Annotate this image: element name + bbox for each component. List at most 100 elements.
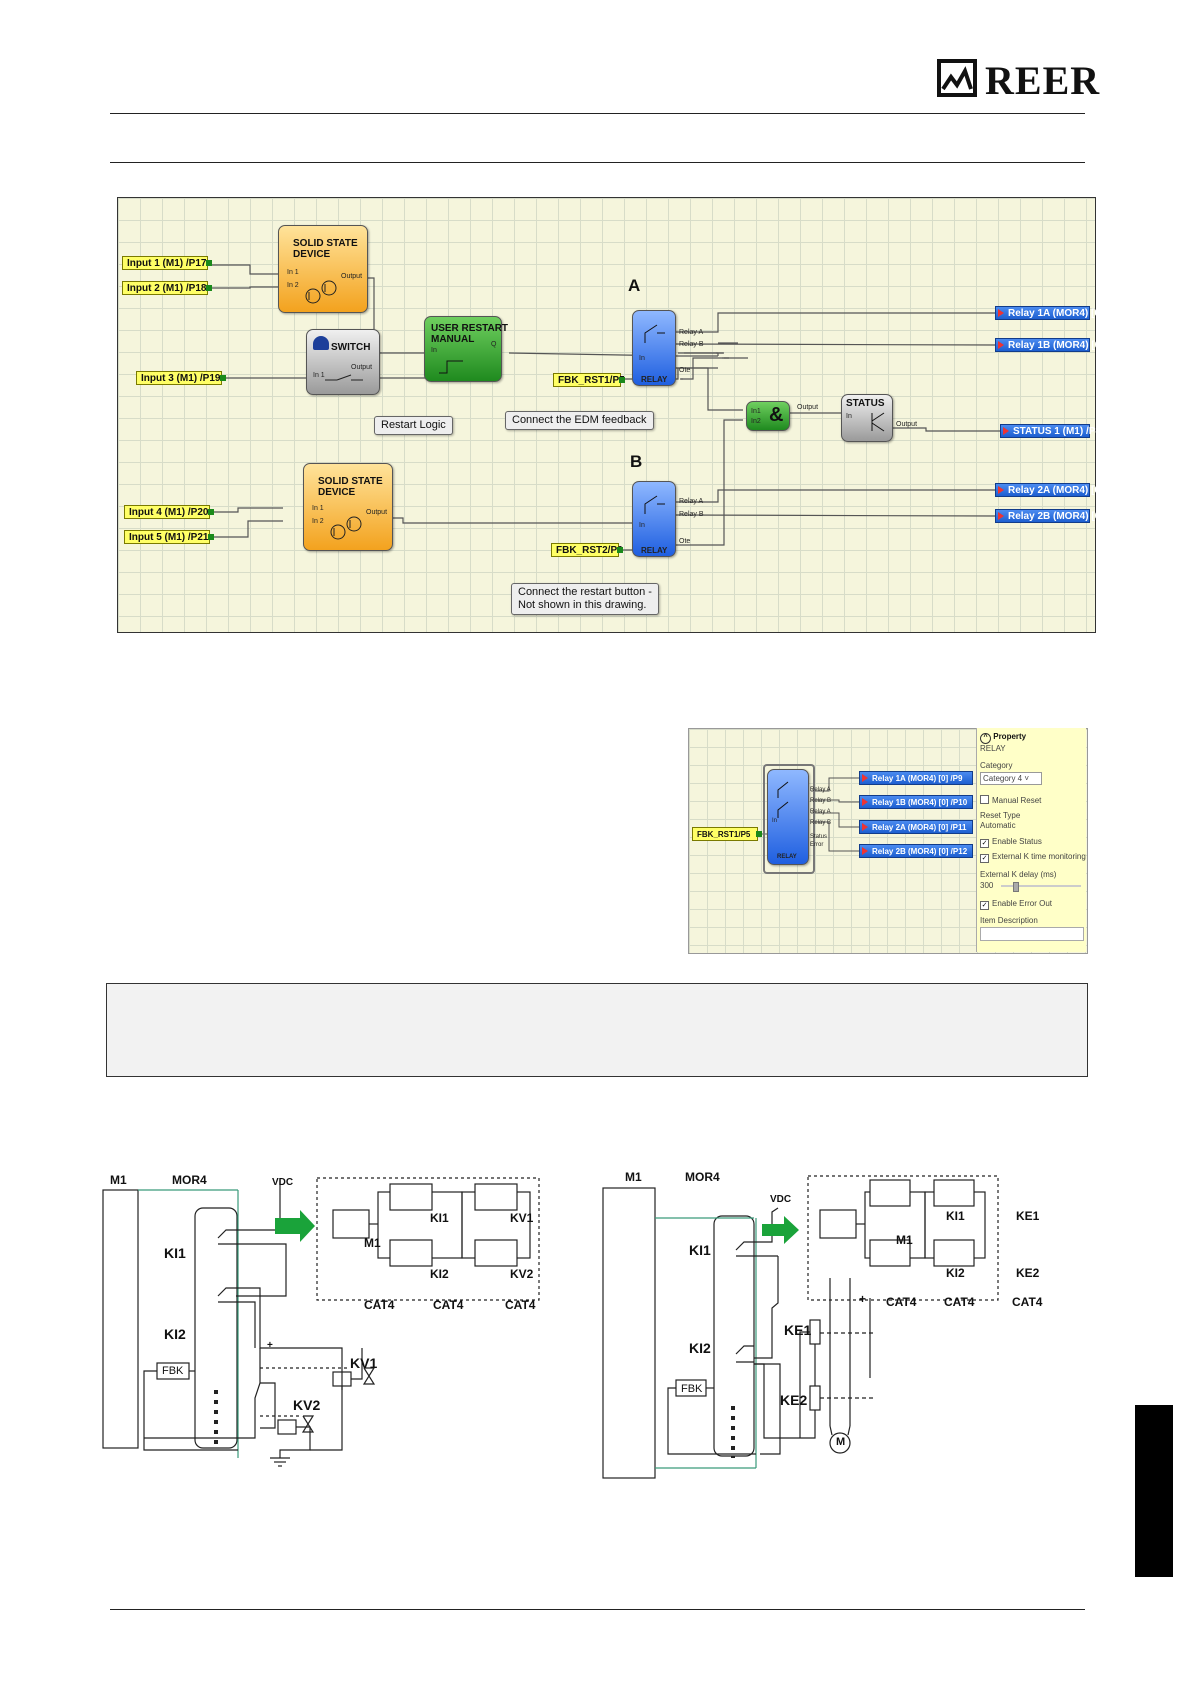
relay-block[interactable]: Relay A Relay B Relay A Relay B Status E… bbox=[767, 769, 831, 865]
scheme-ki2: KI2 bbox=[430, 1267, 449, 1281]
ext-k-delay-value[interactable]: 300 bbox=[980, 881, 994, 890]
input-label[interactable]: Input 1 (M1) /P17 bbox=[122, 256, 212, 270]
input-label[interactable]: Input 2 (M1) /P18 bbox=[122, 281, 212, 295]
block-subtitle: DEVICE bbox=[293, 249, 331, 260]
pin-in1: In 1 bbox=[312, 505, 324, 512]
transistor-icon bbox=[305, 280, 337, 304]
ext-k-monitoring-checkbox[interactable]: ✓External K time monitoring bbox=[980, 852, 1086, 863]
enable-status-checkbox[interactable]: ✓Enable Status bbox=[980, 837, 1042, 848]
pin-ote: Ote bbox=[679, 367, 691, 374]
scheme-cat: CAT4 bbox=[364, 1298, 395, 1312]
output-label[interactable]: Relay 1A (MOR4) [0] /P9 bbox=[995, 306, 1121, 320]
block-name: RELAY bbox=[641, 546, 668, 555]
pin-output: Output bbox=[351, 364, 373, 371]
block-name: RELAY bbox=[777, 854, 797, 860]
relay-a-block[interactable]: Relay A Relay B Ote In RELAY bbox=[632, 310, 704, 386]
input-label[interactable]: Input 5 (M1) /P21 bbox=[124, 530, 214, 544]
pin-status: Status bbox=[810, 834, 828, 840]
output-label[interactable]: Relay 1B (MOR4) [0] /P10 bbox=[995, 338, 1127, 352]
checkmark-icon[interactable]: ✓ bbox=[980, 901, 989, 910]
pin-in: In bbox=[431, 347, 437, 354]
ki1-label: KI1 bbox=[689, 1242, 711, 1258]
checkmark-icon[interactable]: ✓ bbox=[980, 854, 989, 863]
pin-error: Error bbox=[810, 842, 824, 848]
property-header[interactable]: ^ Property bbox=[980, 732, 1026, 744]
slider-handle[interactable] bbox=[1013, 882, 1019, 892]
ext-k-monitoring-label: External K time monitoring bbox=[992, 852, 1086, 861]
pin-relay-b: Relay B bbox=[810, 798, 832, 804]
relay-b-block[interactable]: Relay A Relay B Ote In RELAY bbox=[632, 481, 704, 557]
block-subtitle: MANUAL bbox=[431, 334, 475, 345]
pin-relay-b: Relay B bbox=[679, 511, 704, 518]
scheme-kv1: KV1 bbox=[510, 1211, 534, 1225]
output-label[interactable]: Relay 1A (MOR4) [0] /P9 bbox=[859, 771, 973, 785]
output-label[interactable]: Relay 2A (MOR4) [0] /P11 bbox=[859, 820, 973, 834]
m1-label: M1 bbox=[625, 1170, 642, 1184]
scheme-cat: CAT4 bbox=[886, 1295, 917, 1309]
reset-type-value[interactable]: Automatic bbox=[980, 821, 1016, 830]
callout-line: Connect the restart button - bbox=[518, 586, 652, 598]
ext-k-delay-slider[interactable] bbox=[1001, 885, 1081, 887]
mor4-label: MOR4 bbox=[685, 1170, 720, 1184]
plus-label: + bbox=[267, 1340, 273, 1351]
pin-relay-b: Relay B bbox=[679, 341, 704, 348]
block-title: SWITCH bbox=[331, 342, 371, 353]
status-block[interactable]: STATUS In Output bbox=[841, 394, 917, 442]
output-label[interactable]: Relay 1B (MOR4) [0] /P10 bbox=[859, 795, 973, 809]
scheme-ki1: KI1 bbox=[946, 1209, 965, 1223]
section-rule bbox=[110, 162, 1085, 163]
pin-in1: In 1 bbox=[313, 372, 325, 379]
feedback-label[interactable]: FBK_RST1/P5 bbox=[692, 827, 762, 841]
reset-type-label: Reset Type bbox=[980, 811, 1021, 820]
checkbox-icon[interactable] bbox=[980, 795, 989, 804]
fbk-label: FBK bbox=[162, 1365, 184, 1377]
pin-in2: In 2 bbox=[287, 282, 299, 289]
scheme-ke1: KE1 bbox=[1016, 1209, 1040, 1223]
block-title: STATUS bbox=[846, 398, 885, 409]
pin-in: In bbox=[846, 413, 852, 420]
input-label[interactable]: Input 4 (M1) /P20 bbox=[124, 505, 214, 519]
relay-a-label: A bbox=[628, 276, 641, 295]
scheme-kv2: KV2 bbox=[510, 1267, 534, 1281]
scheme-ke2: KE2 bbox=[1016, 1266, 1040, 1280]
relay-detail-wires bbox=[759, 777, 859, 852]
checkmark-icon[interactable]: ✓ bbox=[980, 839, 989, 848]
scheme-cat: CAT4 bbox=[944, 1295, 975, 1309]
output-label[interactable]: Relay 2B (MOR4) [0] /P12 bbox=[995, 509, 1127, 523]
vdc-label: VDC bbox=[272, 1177, 294, 1188]
output-label[interactable]: Relay 2A (MOR4) [0] /P11 bbox=[995, 483, 1126, 497]
feedback-label[interactable]: FBK_RST1/P5 bbox=[553, 373, 625, 387]
enable-error-out-checkbox[interactable]: ✓Enable Error Out bbox=[980, 899, 1052, 910]
input-label[interactable]: Input 3 (M1) /P19 bbox=[136, 371, 226, 385]
callout-line: Not shown in this drawing. bbox=[518, 599, 647, 611]
scheme-cat: CAT4 bbox=[1012, 1295, 1043, 1309]
relay-b-label: B bbox=[630, 452, 643, 471]
and-block[interactable]: In1 In2 & Output bbox=[746, 401, 818, 431]
collapse-icon[interactable]: ^ bbox=[980, 733, 991, 744]
feedback-label[interactable]: FBK_RST2/P6 bbox=[551, 543, 623, 557]
item-description-input[interactable] bbox=[980, 927, 1084, 941]
manual-reset-checkbox[interactable]: Manual Reset bbox=[980, 795, 1041, 805]
property-panel: ^ Property RELAY Category Category 4 ˅ M… bbox=[976, 728, 1086, 952]
output-label[interactable]: STATUS 1 (M1) /P8 bbox=[1000, 424, 1101, 438]
ki2-label: KI2 bbox=[164, 1326, 186, 1342]
header-rule bbox=[110, 113, 1085, 114]
arrow-icon bbox=[762, 1216, 799, 1244]
pin-in2: In2 bbox=[751, 418, 761, 425]
chevron-down-icon: ˅ bbox=[1024, 774, 1030, 783]
ki1-label: KI1 bbox=[164, 1245, 186, 1261]
output-label[interactable]: Relay 2B (MOR4) [0] /P12 bbox=[859, 844, 973, 858]
switch-block[interactable]: SWITCH In 1 Output bbox=[306, 329, 380, 395]
category-select[interactable]: Category 4 ˅ bbox=[980, 772, 1042, 785]
block-title: SOLID STATE bbox=[293, 238, 358, 249]
scheme-cat: CAT4 bbox=[505, 1298, 536, 1312]
ext-k-delay-label: External K delay (ms) bbox=[980, 870, 1057, 879]
pin-relay-a: Relay A bbox=[679, 498, 704, 505]
note-box bbox=[106, 983, 1088, 1077]
item-description-label: Item Description bbox=[980, 916, 1038, 925]
kv2-label: KV2 bbox=[293, 1397, 321, 1413]
reer-logo-mark-icon bbox=[937, 59, 977, 97]
